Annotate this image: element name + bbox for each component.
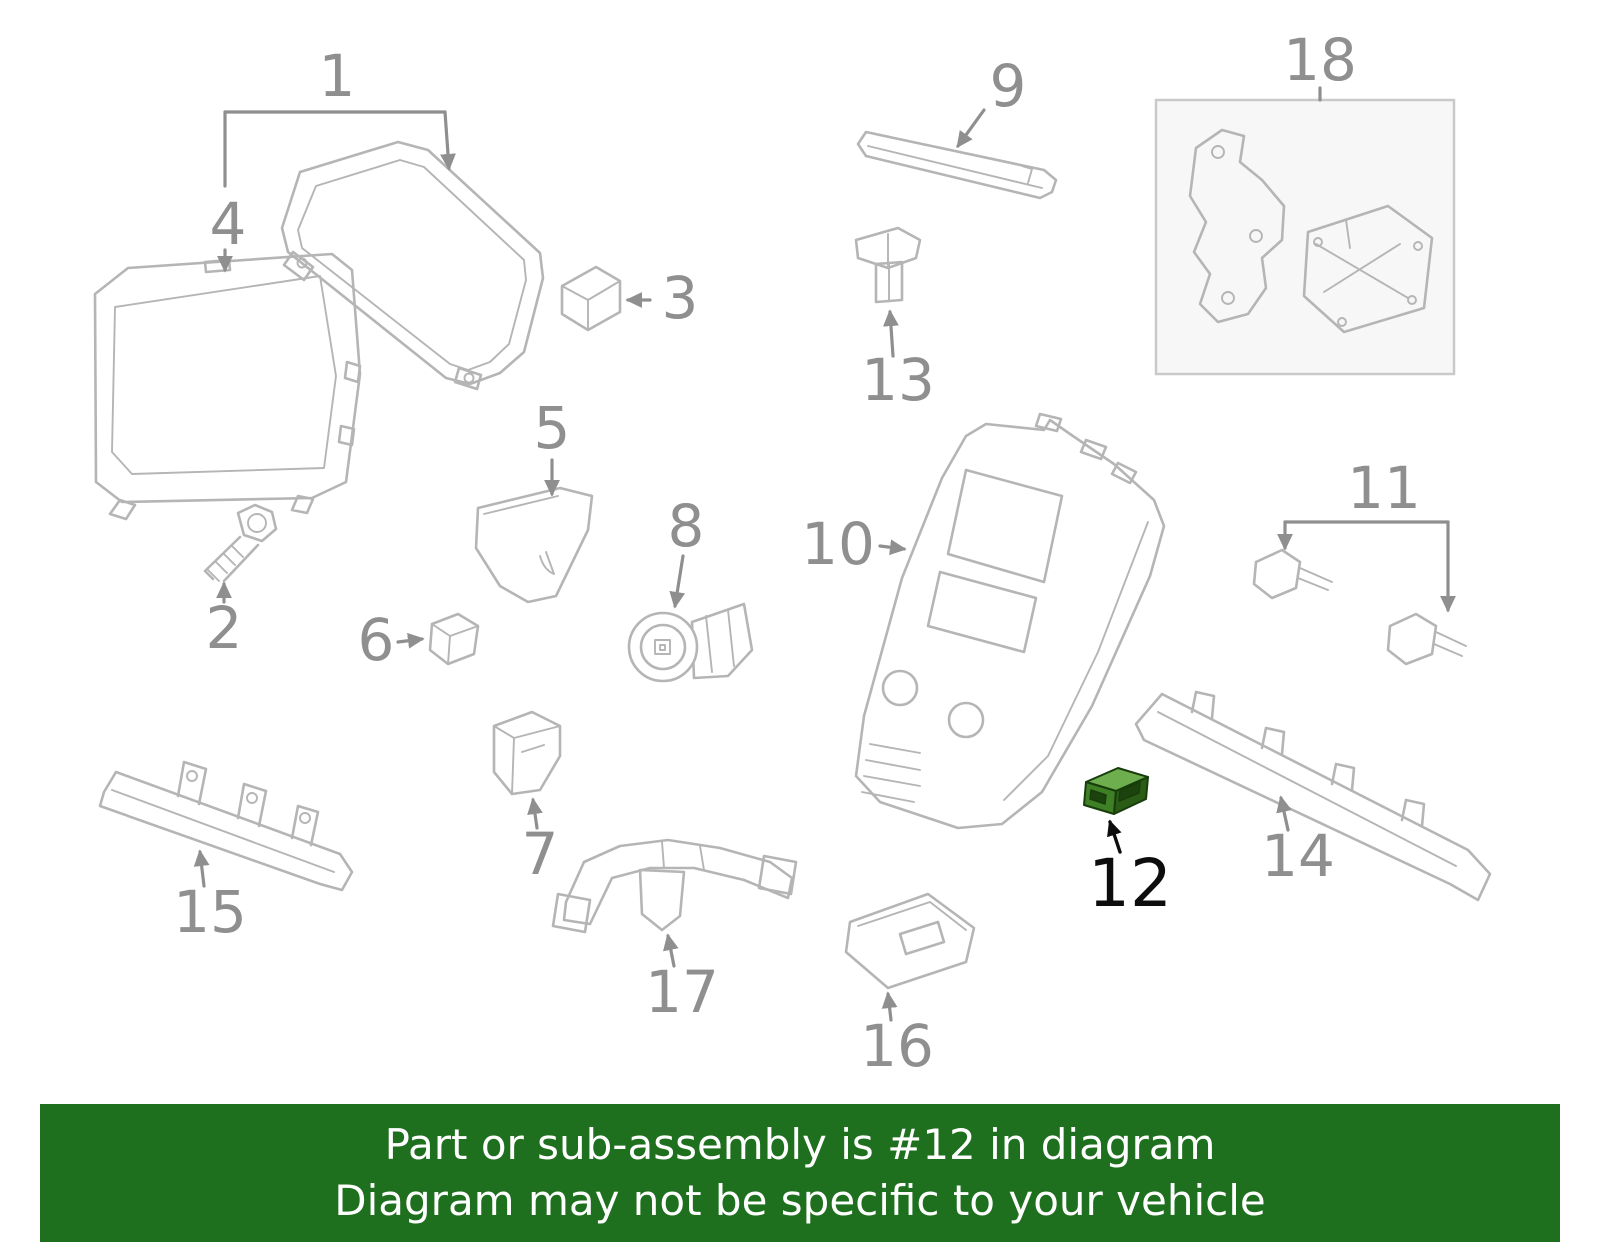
leader-7-arrow — [527, 797, 543, 830]
leader-14-arrow — [1276, 795, 1292, 832]
callout-5: 5 — [534, 394, 571, 462]
callout-labels: 1 4 3 2 5 6 8 7 9 13 10 18 11 12 14 15 1… — [173, 26, 1421, 1080]
part-12-highlighted-connector — [1083, 767, 1149, 815]
callout-16: 16 — [860, 1012, 934, 1080]
callout-3: 3 — [662, 264, 699, 332]
callout-11: 11 — [1347, 454, 1421, 522]
callout-8: 8 — [668, 492, 705, 560]
part-9-trim-strip — [856, 130, 1058, 200]
callout-6: 6 — [358, 606, 395, 674]
callout-9: 9 — [990, 52, 1027, 120]
callout-12-highlighted: 12 — [1088, 845, 1172, 922]
part-7-clip — [492, 710, 562, 796]
part-8-control-knob — [627, 602, 754, 683]
leader-12-arrow — [1107, 819, 1122, 854]
part-16-finish-panel — [844, 892, 976, 990]
part-15-trim-rail-left — [98, 760, 354, 892]
callout-13: 13 — [861, 346, 935, 414]
callout-4: 4 — [210, 190, 247, 258]
callout-10: 10 — [801, 510, 875, 578]
leader-10-arrow — [878, 539, 907, 556]
leader-16-arrow — [881, 991, 898, 1022]
callout-1: 1 — [319, 42, 356, 110]
part-14-trim-rail-right — [1134, 690, 1492, 902]
part-17-support-bracket — [551, 838, 798, 934]
callout-14: 14 — [1261, 822, 1335, 890]
leader-13-arrow — [883, 309, 899, 358]
leader-15-arrow — [193, 849, 210, 888]
leader-9-arrow — [956, 108, 986, 149]
part-6-clip — [428, 612, 480, 666]
part-13-sensor — [854, 226, 922, 304]
part-10-center-bezel — [854, 412, 1166, 830]
leader-1-arrow — [440, 110, 456, 171]
banner-line-1: Part or sub-assembly is #12 in diagram — [384, 1120, 1216, 1170]
leader-lines — [193, 86, 1456, 1022]
leader-17-arrow — [662, 933, 679, 968]
leader-8-arrow — [669, 554, 686, 609]
callout-2: 2 — [206, 594, 243, 662]
part-1-cluster-lens — [280, 140, 545, 391]
callout-18: 18 — [1283, 26, 1357, 94]
callout-15: 15 — [173, 878, 247, 946]
part-18-bracket-kit — [1154, 98, 1456, 376]
callout-17: 17 — [645, 958, 719, 1026]
part-3-sensor — [560, 265, 622, 332]
part-18-box — [1154, 98, 1456, 376]
part-5-bracket — [474, 486, 594, 604]
parts-diagram: 1 4 3 2 5 6 8 7 9 13 10 18 11 12 14 15 1… — [93, 26, 1492, 1080]
banner-line-2: Diagram may not be specific to your vehi… — [334, 1176, 1266, 1225]
callout-7: 7 — [522, 820, 559, 888]
leader-6-arrow — [396, 632, 425, 649]
part-4-instrument-cluster — [93, 252, 362, 521]
highlight-banner: Part or sub-assembly is #12 in diagram D… — [40, 1104, 1560, 1242]
part-11-retainers — [1252, 548, 1467, 666]
part-2-screw — [203, 503, 278, 583]
